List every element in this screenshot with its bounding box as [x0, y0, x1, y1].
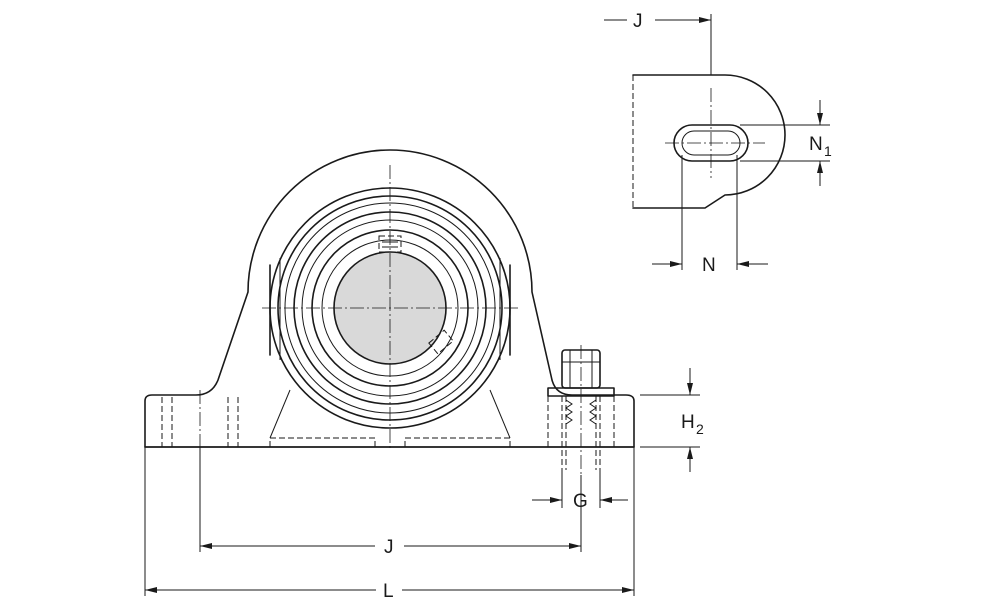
- front-view: [144, 149, 635, 475]
- mounting-slot-inner: [681, 130, 741, 156]
- support-edge-left: [269, 389, 291, 439]
- housing-outline: [144, 149, 635, 448]
- support-edge-right: [489, 389, 511, 439]
- label-n: N: [702, 255, 716, 276]
- base-cavity-right: [404, 437, 511, 447]
- mounting-slot-outer: [673, 124, 749, 162]
- label-n1-subscript: 1: [824, 143, 832, 159]
- dimension-lines: [144, 14, 830, 596]
- label-n1: N: [809, 134, 823, 155]
- slot-detail-view: [632, 74, 786, 209]
- label-l: L: [383, 581, 394, 602]
- detail-outline: [632, 74, 786, 209]
- label-j-bottom: J: [384, 537, 394, 558]
- dimension-labels: J N 1 N H 2 G J L: [383, 11, 832, 602]
- label-g: G: [573, 491, 588, 512]
- label-h2-subscript: 2: [696, 421, 704, 437]
- label-h2: H: [681, 412, 695, 433]
- mounting-bolt: [547, 345, 615, 475]
- label-j-top: J: [633, 11, 643, 32]
- base-cavity-left: [269, 437, 376, 447]
